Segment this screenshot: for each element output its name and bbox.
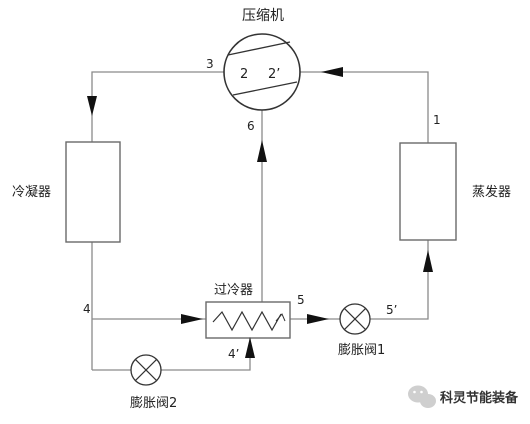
arrow-into-compressor-suction <box>321 67 343 77</box>
point-4-label: 4 <box>83 302 91 316</box>
point-5p-label: 5’ <box>386 303 397 317</box>
point-3-label: 3 <box>206 57 214 71</box>
compressor-label: 压缩机 <box>242 8 284 24</box>
arrow-up-into-subcooler <box>245 337 255 358</box>
pipe-evaporator-to-compressor <box>300 71 429 143</box>
watermark-text: 科灵节能装备 <box>440 390 519 406</box>
watermark: 科灵节能装备 <box>408 385 519 408</box>
pipe-compressor-to-condenser <box>91 71 224 142</box>
subcooler <box>205 301 291 339</box>
arrow-into-condenser <box>87 96 97 116</box>
compressor-inner-label-left: 2 <box>240 67 248 82</box>
condenser-box <box>65 141 121 243</box>
point-1-label: 1 <box>433 113 441 127</box>
arrow-subcooler-to-valve1 <box>307 314 329 324</box>
subcooler-box <box>205 301 291 339</box>
compressor-inner-line-top <box>227 41 291 56</box>
expansion-valve-2 <box>130 354 162 386</box>
subcooler-coil-tip <box>275 313 286 322</box>
valve2-cross-b <box>134 358 158 382</box>
condenser-label: 冷凝器 <box>12 184 51 200</box>
expansion-valve-1 <box>339 303 371 335</box>
arrow-into-subcooler <box>181 314 203 324</box>
evaporator-box <box>399 142 457 241</box>
point-4p-label: 4’ <box>228 347 239 361</box>
wechat-logo-icon <box>408 385 436 408</box>
valve1-cross-b <box>343 307 367 331</box>
valve2-label: 膨胀阀2 <box>130 396 177 411</box>
arrow-up-to-compressor <box>257 140 267 162</box>
point-5-label: 5 <box>297 293 305 307</box>
compressor-inner-line-bottom <box>232 81 298 96</box>
flow-arrows <box>87 67 433 358</box>
subcooler-label: 过冷器 <box>214 283 253 298</box>
subcooler-coil <box>212 310 282 332</box>
arrow-up-into-evaporator <box>423 250 433 272</box>
compressor <box>223 33 301 111</box>
evaporator-label: 蒸发器 <box>472 184 511 200</box>
compressor-inner-label-right: 2’ <box>268 67 280 82</box>
valve1-label: 膨胀阀1 <box>338 343 385 358</box>
compressor-body <box>223 33 301 111</box>
point-6-label: 6 <box>247 119 255 133</box>
pipe-valve1-to-evaporator <box>370 240 429 320</box>
